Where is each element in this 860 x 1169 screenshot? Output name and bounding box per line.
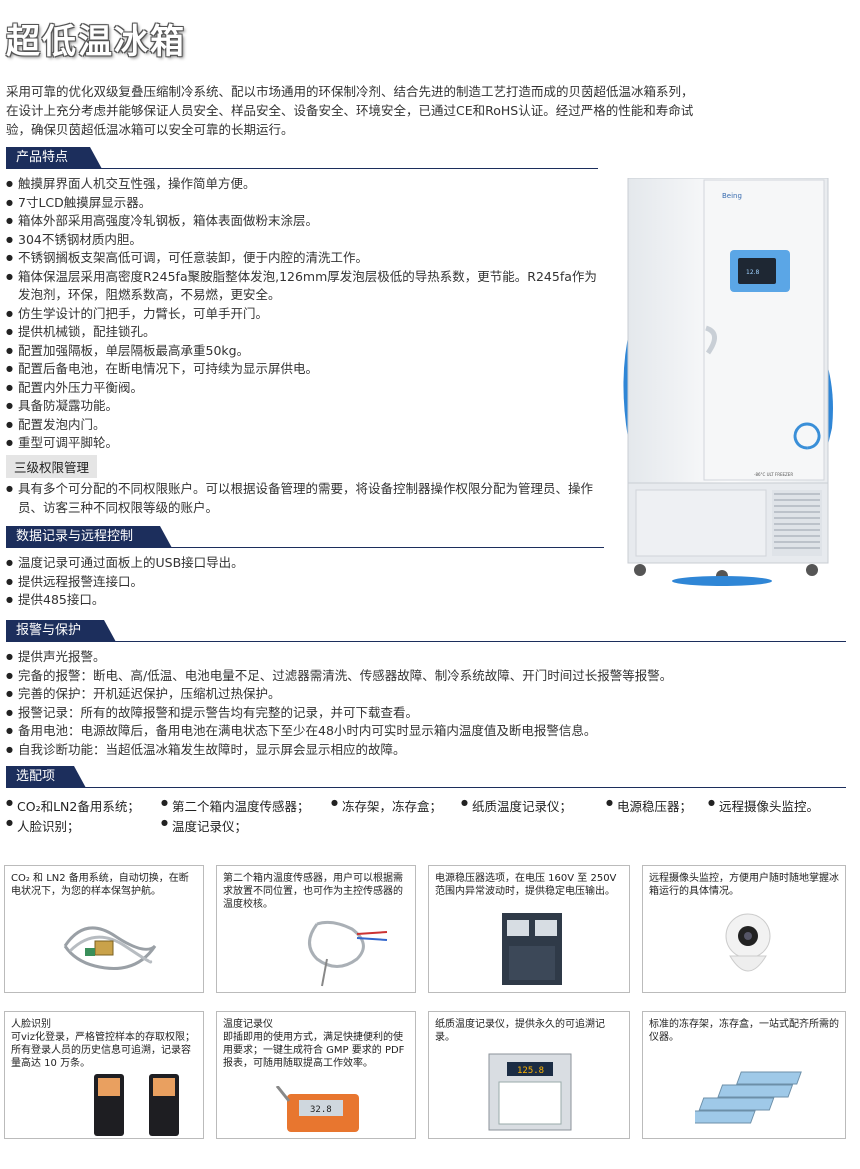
- section-header-features: 产品特点: [6, 147, 598, 169]
- freezer-label: -86°C ULT FREEZER: [754, 472, 793, 477]
- list-item: 重型可调平脚轮。: [6, 434, 606, 453]
- logger-display-value: 32.8: [310, 1105, 332, 1115]
- face-terminal-icon: [94, 1074, 179, 1136]
- section-rule: [6, 168, 598, 169]
- list-item: 配置后备电池，在断电情况下，可持续为显示屏供电。: [6, 360, 606, 379]
- card-caption: CO₂ 和 LN2 备用系统，自动切换，在断电状况下，为您的样本保驾护航。: [11, 873, 189, 897]
- option-card-face-recognition: 人脸识别 可viz化登录，严格管控样本的存取权限；所有登录人员的历史信息可追溯，…: [4, 1011, 204, 1139]
- option-item: 人脸识别；: [6, 816, 80, 835]
- camera-icon: [725, 913, 771, 972]
- list-item: 报警记录：所有的故障报警和提示警告均有完整的记录，并可下载查看。: [6, 704, 851, 723]
- list-item: 箱体保温层采用高密度R245fa聚胺脂整体发泡,126mm厚发泡层极低的导热系数…: [6, 268, 606, 305]
- list-item: 提供远程报警连接口。: [6, 573, 606, 592]
- page-title: 超低温冰箱: [6, 22, 186, 62]
- features-list: 触摸屏界面人机交互性强，操作简单方便。 7寸LCD触摸屏显示器。 箱体外部采用高…: [6, 175, 606, 453]
- option-item: 纸质温度记录仪；: [461, 796, 572, 815]
- section-rule: [6, 547, 604, 548]
- alarm-list: 提供声光报警。 完备的报警：断电、高/低温、电池电量不足、过滤器需清洗、传感器故…: [6, 648, 851, 759]
- card-caption: 远程摄像头监控，方便用户随时随地掌握冰箱运行的具体情况。: [649, 873, 839, 897]
- section-header-alarm: 报警与保护: [6, 620, 846, 642]
- option-item: 远程摄像头监控。: [708, 796, 819, 815]
- list-item: 具备防凝露功能。: [6, 397, 606, 416]
- temp-logger-icon: 32.8: [275, 1086, 359, 1132]
- section-title-data: 数据记录与远程控制: [6, 526, 172, 548]
- intro-paragraph: 采用可靠的优化双级复叠压缩制冷系统、配以市场通用的环保制冷剂、结合先进的制造工艺…: [6, 84, 694, 137]
- list-item: 304不锈钢材质内胆。: [6, 231, 606, 250]
- chart-recorder-icon: 125.8: [488, 1053, 572, 1131]
- list-item: 具有多个可分配的不同权限账户。可以根据设备管理的需要，将设备控制器操作权限分配为…: [6, 480, 606, 517]
- list-item: 7寸LCD触摸屏显示器。: [6, 194, 606, 213]
- list-item: 温度记录可通过面板上的USB接口导出。: [6, 554, 606, 573]
- card-caption: 纸质温度记录仪，提供永久的可追溯记录。: [435, 1019, 605, 1043]
- list-item: 配置加强隔板，单层隔板最高承重50kg。: [6, 342, 606, 361]
- list-item: 触摸屏界面人机交互性强，操作简单方便。: [6, 175, 606, 194]
- permission-list: 具有多个可分配的不同权限账户。可以根据设备管理的需要，将设备控制器操作权限分配为…: [6, 480, 606, 517]
- option-card-gas-backup: CO₂ 和 LN2 备用系统，自动切换，在断电状况下，为您的样本保驾护航。: [4, 865, 204, 993]
- option-item: 温度记录仪；: [161, 816, 247, 835]
- list-item: 仿生学设计的门把手，力臂长，可单手开门。: [6, 305, 606, 324]
- section-title-alarm: 报警与保护: [6, 620, 116, 642]
- list-item: 完备的报警：断电、高/低温、电池电量不足、过滤器需清洗、传感器故障、制冷系统故障…: [6, 667, 851, 686]
- list-item: 提供485接口。: [6, 591, 606, 610]
- option-card-voltage-regulator: 电源稳压器选项，在电压 160V 至 250V 范围内异常波动时，提供稳定电压输…: [428, 865, 630, 993]
- svg-text:Being: Being: [722, 192, 742, 200]
- card-caption: 第二个箱内温度传感器，用户可以根据需求放置不同位置，也可作为主控传感器的温度校核…: [223, 873, 403, 910]
- section-rule: [6, 787, 846, 788]
- gas-hose-icon: [63, 926, 157, 970]
- option-card-second-sensor: 第二个箱内温度传感器，用户可以根据需求放置不同位置，也可作为主控传感器的温度校核…: [216, 865, 416, 993]
- option-card-camera: 远程摄像头监控，方便用户随时随地掌握冰箱运行的具体情况。: [642, 865, 846, 993]
- section-title-features: 产品特点: [6, 147, 102, 169]
- list-item: 自我诊断功能：当超低温冰箱发生故障时，显示屏会显示相应的故障。: [6, 741, 851, 760]
- list-item: 提供声光报警。: [6, 648, 851, 667]
- option-item: CO₂和LN2备用系统；: [6, 796, 140, 815]
- option-item: 电源稳压器；: [606, 796, 692, 815]
- option-card-chart-recorder: 纸质温度记录仪，提供永久的可追溯记录。 125.8: [428, 1011, 630, 1139]
- permission-subhead: 三级权限管理: [6, 455, 98, 478]
- list-item: 备用电池：电源故障后，备用电池在满电状态下至少在48小时内可实时显示箱内温度值及…: [6, 722, 851, 741]
- section-rule: [6, 641, 846, 642]
- section-header-options: 选配项: [6, 766, 846, 788]
- section-title-options: 选配项: [6, 766, 86, 788]
- list-item: 配置内外压力平衡阀。: [6, 379, 606, 398]
- list-item: 提供机械锁，配挂锁孔。: [6, 323, 606, 342]
- card-caption: 温度记录仪 即插即用的使用方式，满足快捷便利的使用要求；一键生成符合 GMP 要…: [223, 1019, 405, 1069]
- voltage-regulator-icon: [502, 913, 562, 985]
- option-card-freezer-rack: 标准的冻存架，冻存盒，一站式配齐所需的仪器。: [642, 1011, 846, 1139]
- option-item: 第二个箱内温度传感器；: [161, 796, 310, 815]
- temperature-probe-icon: [308, 920, 388, 987]
- freezer-rack-icon: [695, 1071, 802, 1124]
- card-caption: 电源稳压器选项，在电压 160V 至 250V 范围内异常波动时，提供稳定电压输…: [435, 873, 617, 897]
- list-item: 箱体外部采用高强度冷轧钢板，箱体表面做粉末涂层。: [6, 212, 606, 231]
- freezer-display-value: 12.8: [746, 269, 760, 276]
- data-list: 温度记录可通过面板上的USB接口导出。 提供远程报警连接口。 提供485接口。: [6, 554, 606, 610]
- freezer-image: Being 12.8 -86°C ULT FREEZER: [622, 177, 837, 588]
- recorder-display-value: 125.8: [517, 1066, 544, 1076]
- section-header-data: 数据记录与远程控制: [6, 526, 604, 548]
- list-item: 不锈钢搁板支架高低可调，可任意装卸，便于内腔的清洗工作。: [6, 249, 606, 268]
- list-item: 配置发泡内门。: [6, 416, 606, 435]
- card-caption: 标准的冻存架，冻存盒，一站式配齐所需的仪器。: [649, 1019, 839, 1043]
- options-list: CO₂和LN2备用系统； 第二个箱内温度传感器； 冻存架，冻存盒； 纸质温度记录…: [6, 796, 846, 836]
- option-item: 冻存架，冻存盒；: [331, 796, 442, 815]
- list-item: 完善的保护：开机延迟保护，压缩机过热保护。: [6, 685, 851, 704]
- option-card-temp-logger: 温度记录仪 即插即用的使用方式，满足快捷便利的使用要求；一键生成符合 GMP 要…: [216, 1011, 416, 1139]
- card-caption: 人脸识别 可viz化登录，严格管控样本的存取权限；所有登录人员的历史信息可追溯，…: [11, 1019, 195, 1069]
